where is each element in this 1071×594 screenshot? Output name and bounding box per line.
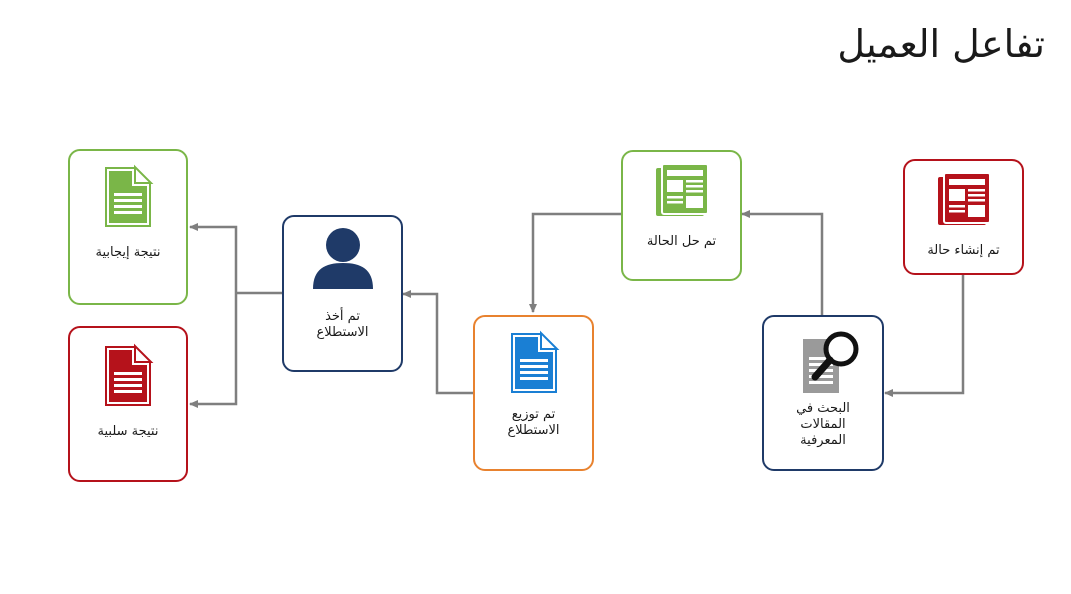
newspaper-icon [655,163,709,216]
document-search-icon [803,331,859,393]
node-label: تم إنشاء حالة [927,243,1000,258]
node-label: البحث في المقالات المعرفية [796,401,850,448]
arrow-created-to-search [884,275,965,397]
document-icon [105,164,154,227]
node-label: نتيجة سلبية [97,424,159,439]
document-icon [105,343,154,406]
arrow-to-positive [189,223,238,293]
node-survey-sent: تم توزيع الاستطلاع [473,315,594,471]
node-label: تم توزيع الاستطلاع [507,407,560,438]
person-icon [312,228,373,289]
document-icon [510,330,559,393]
page-title: تفاعل العميل [837,22,1045,66]
arrow-sent-to-taken [402,290,473,395]
node-case-resolved: تم حل الحالة [621,150,742,281]
node-label: تم أخذ الاستطلاع [316,309,369,340]
arrow-search-to-resolved [741,210,824,315]
arrow-resolved-to-sent [529,212,621,313]
node-positive-result: نتيجة إيجابية [68,149,188,305]
node-negative-result: نتيجة سلبية [68,326,188,482]
newspaper-icon [937,172,991,225]
node-kb-search: البحث في المقالات المعرفية [762,315,884,471]
node-label: نتيجة إيجابية [95,245,161,260]
node-survey-taken: تم أخذ الاستطلاع [282,215,403,372]
node-case-created: تم إنشاء حالة [903,159,1024,275]
arrow-to-negative [189,293,238,408]
node-label: تم حل الحالة [646,234,717,249]
